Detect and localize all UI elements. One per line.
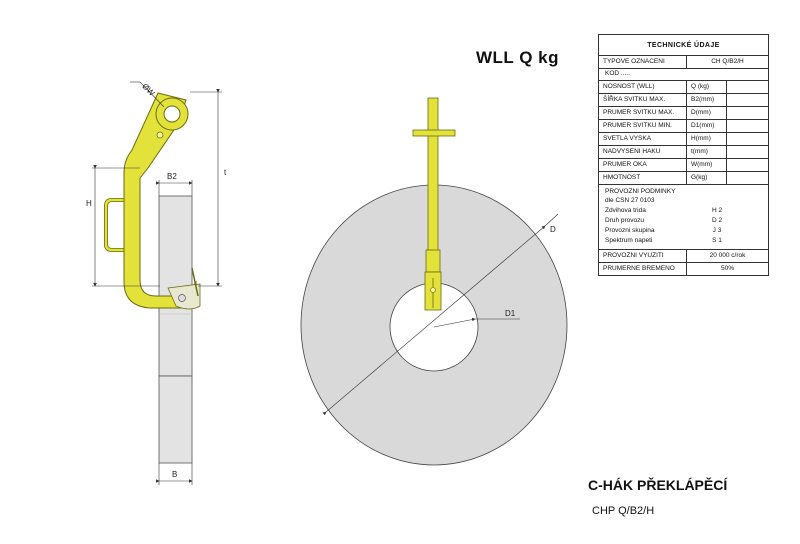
spec-value: t(mm) (687, 146, 727, 158)
spec-label: PRUMER SVITKU MIN. (599, 120, 687, 132)
dim-b-label: B (172, 470, 177, 479)
table-row: PROVOZNI VYUZITI 20 000 c/rok (599, 250, 768, 263)
dim-t-label: t (224, 168, 227, 177)
spec-kod: KOD ..... (599, 69, 768, 81)
spec-label: ŠÍŘKA SVITKU MAX. (599, 94, 687, 106)
spec-value: G(kg) (687, 172, 727, 184)
ops-value: D 2 (711, 216, 723, 224)
spec-value: D1(mm) (687, 120, 727, 132)
ops-value: J 3 (712, 226, 722, 234)
spec-label: PRUMER SVITKU MAX. (599, 107, 687, 119)
spec-label: PROVOZNI VYUZITI (599, 250, 687, 262)
ops-label: Provozni skupina (605, 226, 655, 234)
front-view: D D1 (300, 97, 568, 466)
table-row: PRUMERNE BREMENO 50% (599, 263, 768, 275)
hook-neck (425, 249, 441, 273)
list-item: Provozni skupina J 3 (605, 226, 768, 236)
table-row: TYPOVE OZNACENI CH Q/B2/H (599, 56, 768, 69)
table-row: ŠÍŘKA SVITKU MAX.B2(mm) (599, 94, 768, 107)
spec-value: Q (kg) (687, 81, 727, 93)
ops-label: Zdvihova trida (605, 206, 646, 214)
spec-value: H(mm) (687, 133, 727, 145)
eye-hole (163, 105, 181, 123)
side-handle (104, 198, 124, 252)
spec-value: 20 000 c/rok (709, 251, 746, 259)
spec-label: TYPOVE OZNACENI (599, 56, 687, 68)
dim-h-label: H (86, 199, 92, 208)
dim-d-label: D (550, 225, 556, 234)
dim-lines-side (92, 81, 222, 485)
spec-table: TECHNICKÉ ÚDAJE TYPOVE OZNACENI CH Q/B2/… (598, 34, 769, 276)
ops-label: Spektrum napeti (605, 236, 653, 244)
spec-value: CH Q/B2/H (711, 57, 744, 65)
hook-crossbar (412, 129, 456, 137)
table-row: NOSNOST (WLL)Q (kg) (599, 81, 768, 94)
side-view: H t B2 B ØW (86, 82, 227, 485)
spec-value: D(mm) (687, 107, 727, 119)
spec-value: B2(mm) (687, 94, 727, 106)
dim-b2-label: B2 (167, 172, 177, 181)
spec-label: SVETLA VYSKA (599, 133, 687, 145)
spec-value: W(mm) (687, 159, 727, 171)
hook-body-side (123, 92, 197, 309)
dim-d1-label: D1 (505, 309, 516, 318)
drawing-subtitle: CHP Q/B2/H (592, 505, 655, 517)
ops-label: Druh provozu (605, 216, 645, 224)
list-item: Druh provozu D 2 (605, 216, 768, 226)
list-item: Zdvihova trida H 2 (605, 206, 768, 216)
ops-title: PROVOZNI PODMINKY (605, 188, 676, 196)
ops-standard: dle CSN 27 0103 (605, 197, 655, 205)
spec-table-title: TECHNICKÉ ÚDAJE (599, 35, 768, 56)
wll-label: WLL Q kg (476, 48, 560, 67)
dim-lines-front (322, 213, 559, 416)
list-item: Spektrum napeti S 1 (605, 236, 768, 246)
spec-label: PRUMER OKA (599, 159, 687, 171)
dim-w-label: ØW (140, 82, 156, 98)
spec-label: HMOTNOST (599, 172, 687, 184)
table-row: PRUMER SVITKU MAX.D(mm) (599, 107, 768, 120)
table-row: PRUMER SVITKU MIN.D1(mm) (599, 120, 768, 133)
coil-side-lower (158, 375, 193, 464)
spec-label: NOSNOST (WLL) (599, 81, 687, 93)
ops-value: H 2 (711, 206, 723, 214)
drawing-title: C-HÁK PŘEKLÁPĚCÍ (588, 477, 728, 493)
spec-value: 50% (720, 264, 734, 272)
ops-value: S 1 (712, 236, 722, 244)
operating-conditions: PROVOZNI PODMINKY dle CSN 27 0103 Zdviho… (599, 185, 768, 250)
rivet-icon (156, 131, 164, 139)
spec-label: PRUMERNE BREMENO (599, 263, 687, 275)
spec-label: NADVYSENI HAKU (599, 146, 687, 158)
